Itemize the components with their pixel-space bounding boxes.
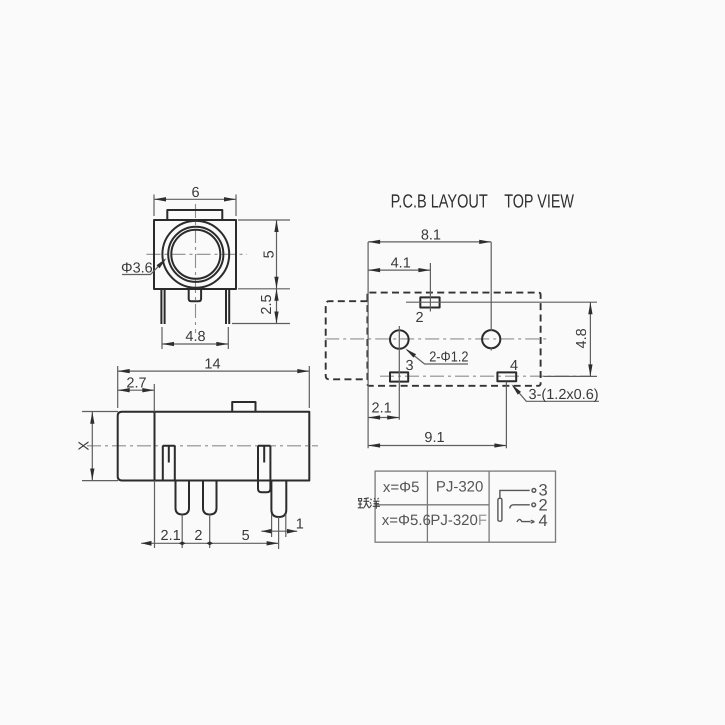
svg-text:2: 2 xyxy=(415,310,423,326)
svg-text:4: 4 xyxy=(539,512,548,530)
svg-text:3: 3 xyxy=(405,358,413,374)
svg-text:4.8: 4.8 xyxy=(185,329,205,345)
svg-text:6: 6 xyxy=(191,185,199,201)
svg-text:4: 4 xyxy=(510,358,518,374)
svg-text:5: 5 xyxy=(242,528,250,544)
svg-text:3: 3 xyxy=(539,481,548,499)
svg-text:2-Φ1.2: 2-Φ1.2 xyxy=(429,350,468,366)
svg-text:1: 1 xyxy=(296,517,304,533)
svg-text:P.C.B LAYOUT: P.C.B LAYOUT xyxy=(391,191,489,212)
svg-text:14: 14 xyxy=(204,357,220,373)
svg-text:2.7: 2.7 xyxy=(126,375,146,391)
svg-text:x=Φ5.6: x=Φ5.6 xyxy=(382,512,431,529)
svg-text:8.1: 8.1 xyxy=(421,228,441,244)
svg-text:x=Φ5: x=Φ5 xyxy=(383,479,420,496)
svg-text:X: X xyxy=(77,441,93,451)
svg-text:9.1: 9.1 xyxy=(424,430,444,446)
svg-text:2.5: 2.5 xyxy=(259,294,275,314)
svg-text:2: 2 xyxy=(539,496,548,514)
svg-text:2.1: 2.1 xyxy=(161,528,181,544)
svg-text:2: 2 xyxy=(194,528,202,544)
svg-text:4.1: 4.1 xyxy=(391,255,411,271)
svg-text:4.8: 4.8 xyxy=(574,328,590,348)
svg-text:2.1: 2.1 xyxy=(372,401,392,417)
svg-text:Φ3.6: Φ3.6 xyxy=(121,261,153,277)
svg-text:PJ-320F: PJ-320F xyxy=(430,512,487,529)
svg-text:TOP VIEW: TOP VIEW xyxy=(504,191,574,212)
svg-text:3-(1.2x0.6): 3-(1.2x0.6) xyxy=(529,387,599,403)
svg-text:PJ-320: PJ-320 xyxy=(436,478,484,495)
svg-text:5: 5 xyxy=(262,250,278,258)
